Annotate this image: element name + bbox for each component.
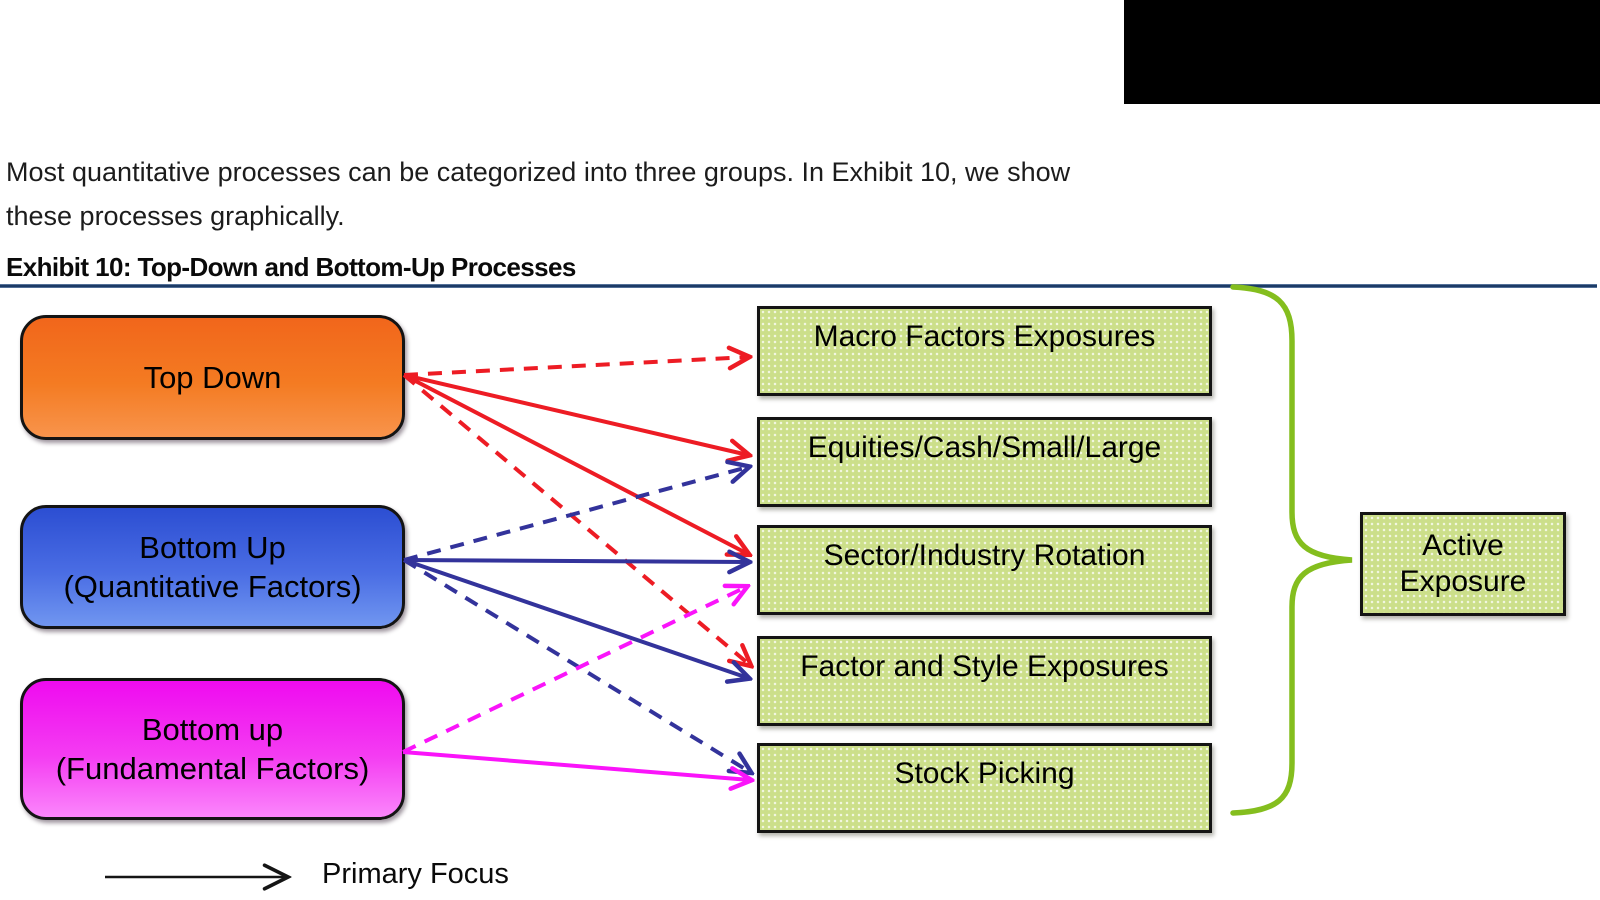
intro-line-2: these processes graphically. [6, 201, 345, 231]
strategy-box-stock-picking-label: Stock Picking [894, 757, 1075, 790]
arrow-top-down-to-factor-style-secondary [402, 373, 750, 665]
strategy-box-factor-and-style-exposures: Factor and Style Exposures [757, 636, 1212, 726]
arrow-bottom-up-quant-to-equities-cash-secondary [403, 467, 748, 562]
strategy-box-sector-industry-rotation-label: Sector/Industry Rotation [823, 539, 1146, 572]
strategy-box-macro-factors-exposures: Macro Factors Exposures [757, 306, 1212, 396]
process-box-bottom-up-fundamental-label: Bottom up [141, 712, 284, 747]
arrow-top-down-to-macro-factors-secondary [403, 357, 748, 377]
process-box-bottom-up-quantitative-sublabel: (Quantitative Factors) [63, 569, 362, 604]
redacted-header-block [1124, 0, 1600, 104]
result-box-line-1: Active [1422, 529, 1504, 562]
process-box-bottom-up-fundamental-sublabel: (Fundamental Factors) [55, 751, 370, 786]
strategy-box-macro-factors-exposures-label: Macro Factors Exposures [813, 320, 1156, 353]
arrow-bottom-up-quant-to-factor-style-primary [403, 558, 748, 678]
arrow-top-down-to-equities-cash-primary [403, 373, 748, 455]
strategy-box-sector-industry-rotation: Sector/Industry Rotation [757, 525, 1212, 615]
strategy-box-stock-picking: Stock Picking [757, 743, 1212, 833]
arrow-bottom-up-quant-to-stock-picking-secondary [402, 558, 750, 772]
intro-line-1: Most quantitative processes can be categ… [6, 157, 1071, 187]
brace-active-exposure [1230, 284, 1353, 816]
process-box-top-down-label: Top Down [143, 360, 282, 395]
strategy-box-equities-cash-small-large: Equities/Cash/Small/Large [757, 417, 1212, 507]
arrow-bottom-up-fund-to-sector-rotation-secondary [402, 587, 746, 754]
exhibit-title: Exhibit 10: Top-Down and Bottom-Up Proce… [6, 252, 576, 282]
legend-primary-focus-label: Primary Focus [322, 858, 509, 890]
intro-paragraph: Most quantitative processes can be categ… [6, 150, 1206, 238]
strategy-box-factor-and-style-exposures-label: Factor and Style Exposures [800, 650, 1169, 683]
result-box-line-2: Exposure [1399, 565, 1527, 598]
process-box-bottom-up-quantitative-label: Bottom Up [139, 530, 286, 565]
arrow-bottom-up-fund-to-stock-picking-primary [402, 750, 750, 780]
result-box-active-exposure: Active Exposure [1360, 512, 1566, 616]
strategy-box-equities-cash-small-large-label: Equities/Cash/Small/Large [807, 431, 1162, 464]
arrow-bottom-up-quant-to-sector-rotation-primary [403, 560, 748, 562]
arrow-top-down-to-sector-rotation-primary [403, 373, 748, 554]
process-box-top-down: Top Down [20, 315, 405, 440]
exhibit-title-rule [0, 284, 1597, 288]
process-box-bottom-up-fundamental: Bottom up (Fundamental Factors) [20, 678, 405, 820]
process-box-bottom-up-quantitative: Bottom Up (Quantitative Factors) [20, 505, 405, 629]
